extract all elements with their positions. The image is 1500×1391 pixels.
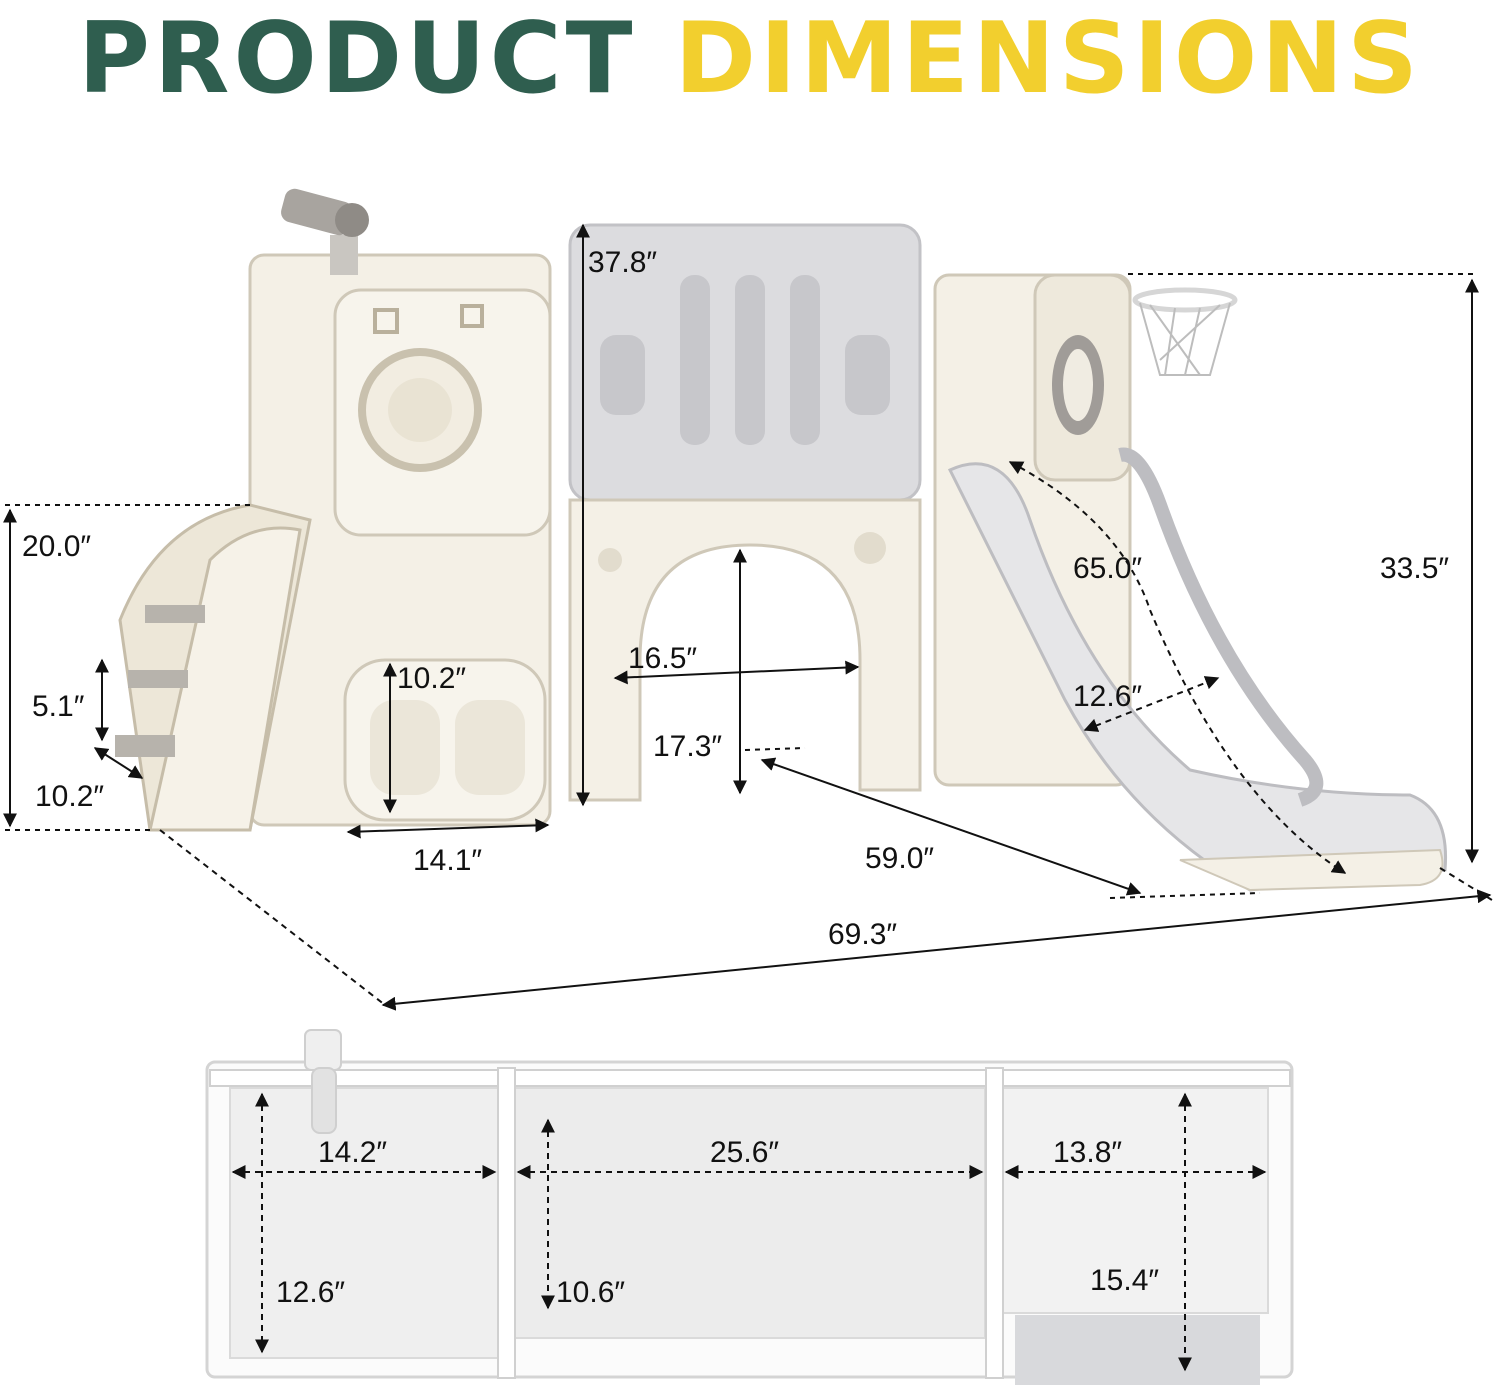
basketball-hoop [1132, 287, 1238, 376]
label-step-height: 5.1″ [32, 690, 85, 723]
label-slide-length: 65.0″ [1073, 552, 1142, 585]
label-overall-height: 37.8″ [588, 246, 657, 279]
label-crawl-width: 14.1″ [413, 844, 482, 877]
oval-window-inner [1063, 349, 1093, 421]
page-title: PRODUCT DIMENSIONS [0, 0, 1500, 130]
top-right-floor [1002, 1087, 1269, 1314]
telescope [281, 188, 369, 275]
label-tunnel-width: 16.5″ [628, 642, 697, 675]
fence-window [600, 335, 645, 415]
label-middle-depth: 10.6″ [556, 1276, 625, 1309]
bridge-arch [568, 498, 922, 802]
title-word-dimensions: DIMENSIONS [674, 2, 1422, 116]
top-view-drawing [205, 1029, 1294, 1385]
stair-step [128, 670, 188, 688]
arch-hole [598, 548, 622, 572]
top-view-dimension-lines [231, 1092, 1267, 1372]
crawl-opening [455, 700, 525, 795]
stair-step [115, 735, 175, 757]
playset-drawing [115, 188, 1448, 892]
label-tunnel-height: 17.3″ [653, 730, 722, 763]
telescope [304, 1029, 342, 1134]
label-overall-length: 69.3″ [828, 918, 897, 951]
top-middle-floor [514, 1087, 986, 1339]
label-depth: 59.0″ [865, 842, 934, 875]
label-stairs-height: 20.0″ [22, 530, 91, 563]
top-rail [209, 1069, 1291, 1087]
dimension-labels: 37.8″ 33.5″ 20.0″ 5.1″ 10.2″ 10.2″ 14.1″… [22, 246, 1449, 951]
crawl-opening [370, 700, 440, 795]
label-step-depth: 10.2″ [35, 780, 104, 813]
arch-hole [854, 532, 886, 564]
title-word-product: PRODUCT [78, 2, 637, 116]
stairs-rail [148, 526, 302, 832]
top-divider [497, 1067, 516, 1379]
fence-slot [790, 275, 820, 445]
top-view-labels: 14.2″ 25.6″ 13.8″ 12.6″ 10.6″ 15.4″ [276, 1136, 1159, 1309]
dimension-lines [3, 223, 1493, 1011]
top-divider [985, 1067, 1004, 1379]
label-left-width: 14.2″ [318, 1136, 387, 1169]
label-left-depth: 12.6″ [276, 1276, 345, 1309]
top-left-floor [229, 1087, 499, 1359]
label-right-width: 13.8″ [1053, 1136, 1122, 1169]
fence-slot [735, 275, 765, 445]
stair-step [145, 605, 205, 623]
label-crawl-height: 10.2″ [397, 662, 466, 695]
fence-window [845, 335, 890, 415]
fence-slot [680, 275, 710, 445]
label-slide-width: 12.6″ [1073, 680, 1142, 713]
square-window [460, 304, 484, 328]
square-window [373, 308, 399, 334]
porthole-inner [388, 378, 452, 442]
label-hoop-height: 33.5″ [1380, 552, 1449, 585]
label-right-depth: 15.4″ [1090, 1264, 1159, 1297]
label-middle-width: 25.6″ [710, 1136, 779, 1169]
top-slide-end [1015, 1315, 1260, 1385]
